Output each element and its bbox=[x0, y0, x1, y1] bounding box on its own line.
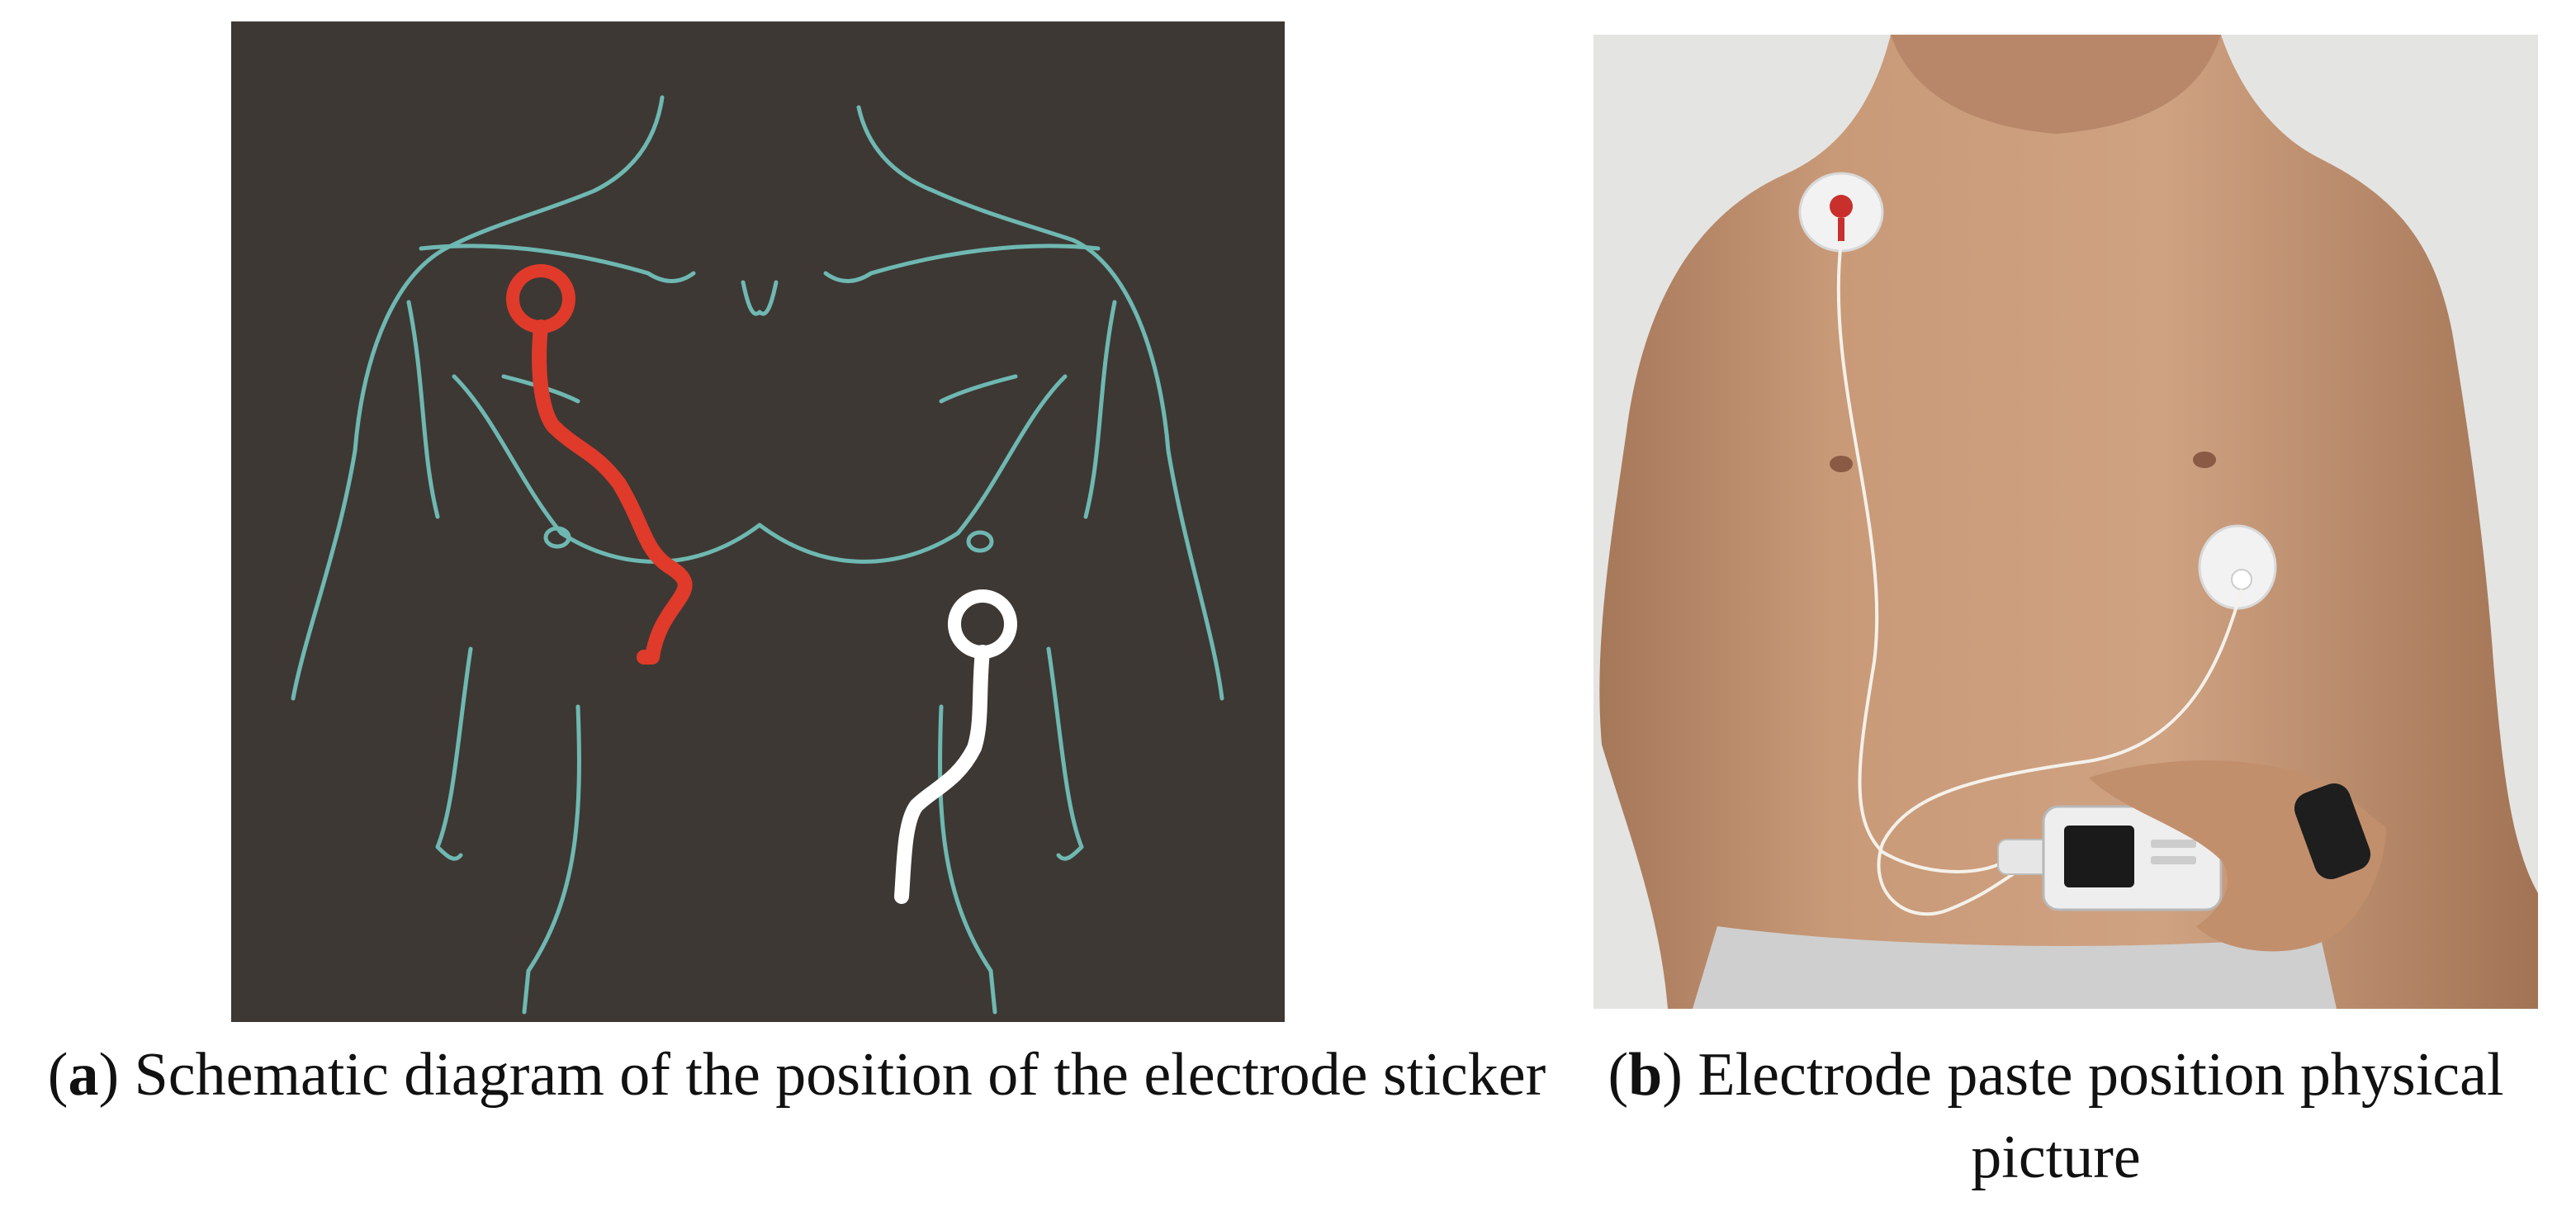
schematic-diagram bbox=[231, 21, 1285, 1022]
ecg-recorder-icon bbox=[1997, 805, 2223, 911]
caption-b-letter: b bbox=[1628, 1041, 1663, 1109]
caption-a-letter: a bbox=[68, 1041, 99, 1109]
white-electrode-icon bbox=[894, 589, 1017, 904]
electrode-pad-icon bbox=[1798, 172, 1884, 253]
electrode-pad-icon bbox=[2198, 524, 2277, 610]
body-outline-icon bbox=[291, 95, 1224, 1015]
red-electrode-icon bbox=[506, 264, 693, 665]
physical-picture bbox=[1593, 35, 2538, 1009]
caption-b-text: Electrode paste position physical pictur… bbox=[1698, 1041, 2504, 1191]
caption-a-text: Schematic diagram of the position of the… bbox=[134, 1041, 1546, 1109]
torso-photo-icon bbox=[1599, 35, 2538, 1009]
wristwatch-icon bbox=[2294, 783, 2371, 880]
caption-a: (a) Schematic diagram of the position of… bbox=[47, 1041, 1546, 1109]
caption-b: (b) Electrode paste position physical pi… bbox=[1608, 1041, 2504, 1191]
